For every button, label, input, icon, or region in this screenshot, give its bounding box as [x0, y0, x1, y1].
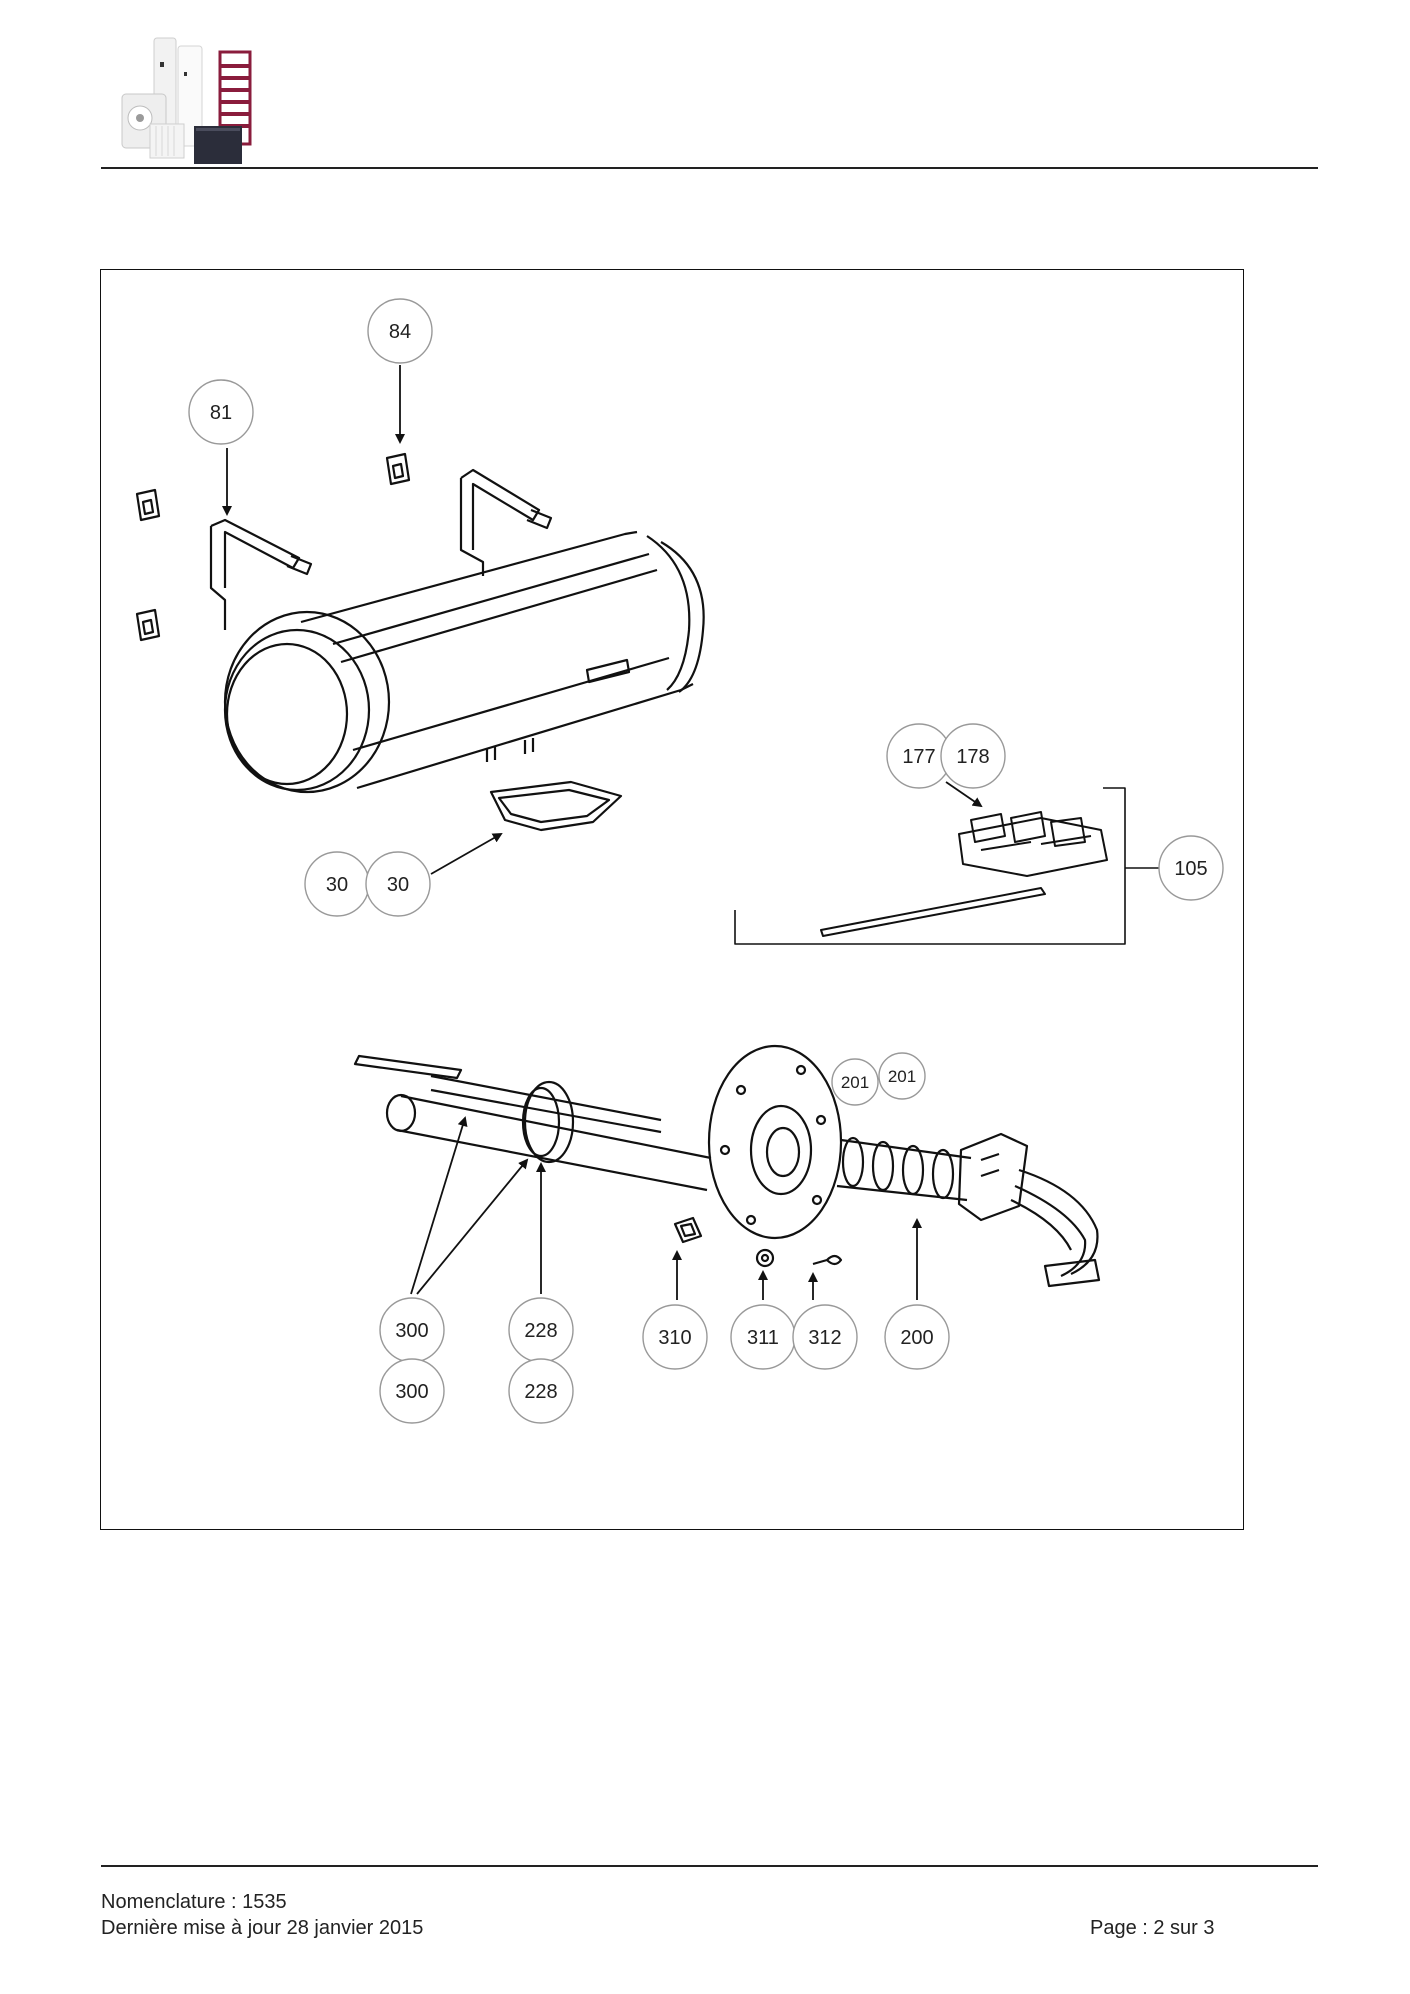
leader-177 — [945, 781, 983, 808]
leader-30 — [430, 833, 503, 875]
page-number: Page : 2 sur 3 — [1090, 1917, 1215, 1939]
callout-label: 84 — [389, 321, 411, 343]
callout-30-second: 30 — [365, 851, 431, 917]
water-tank-drawing — [135, 452, 705, 832]
callout-label: 200 — [900, 1327, 933, 1349]
footer-rule — [101, 1865, 1318, 1867]
leader-300-anode — [410, 1116, 468, 1295]
callout-312: 312 — [792, 1304, 858, 1370]
last-updated-date: Dernière mise à jour 28 janvier 2015 — [101, 1917, 424, 1939]
callout-201-second: 201 — [878, 1052, 926, 1100]
callout-300-second: 300 — [379, 1358, 445, 1424]
callout-label: 105 — [1174, 858, 1207, 880]
nomenclature-reference: Nomenclature : 1535 — [101, 1891, 287, 1913]
callout-105: 105 — [1158, 835, 1224, 901]
header-rule — [101, 167, 1318, 169]
callout-label: 201 — [888, 1067, 916, 1086]
callout-201-first: 201 — [831, 1058, 879, 1106]
callout-30-first: 30 — [304, 851, 370, 917]
callout-label: 310 — [658, 1327, 691, 1349]
brand-logo — [121, 37, 252, 164]
callout-label: 312 — [808, 1327, 841, 1349]
callout-label: 30 — [387, 874, 409, 896]
diagram-canvas: 84 81 30 30 177 178 105 201 201 300 300 — [135, 298, 1224, 1424]
leader-arrows — [222, 365, 983, 1300]
leader-300-sheath — [416, 1158, 529, 1295]
callout-label: 30 — [326, 874, 348, 896]
callout-300-first: 300 — [379, 1297, 445, 1363]
callout-311: 311 — [730, 1304, 796, 1370]
callout-label: 300 — [395, 1381, 428, 1403]
callout-178: 178 — [940, 723, 1006, 789]
callout-label: 81 — [210, 402, 232, 424]
callout-label: 228 — [524, 1381, 557, 1403]
callout-228-first: 228 — [508, 1297, 574, 1363]
exploded-parts-diagram: 84 81 30 30 177 178 105 201 201 300 300 — [100, 269, 1244, 1530]
callout-81: 81 — [188, 379, 254, 445]
callout-label: 311 — [747, 1327, 779, 1349]
callout-label: 178 — [956, 746, 989, 768]
callout-200: 200 — [884, 1304, 950, 1370]
callout-label: 201 — [841, 1073, 869, 1092]
control-board-drawing — [734, 787, 1161, 945]
callout-84: 84 — [367, 298, 433, 364]
callout-label: 228 — [524, 1320, 557, 1342]
callout-label: 177 — [902, 746, 935, 768]
heating-element-drawing — [353, 1044, 1101, 1288]
callout-228-second: 228 — [508, 1358, 574, 1424]
callout-label: 300 — [395, 1320, 428, 1342]
callout-310: 310 — [642, 1304, 708, 1370]
